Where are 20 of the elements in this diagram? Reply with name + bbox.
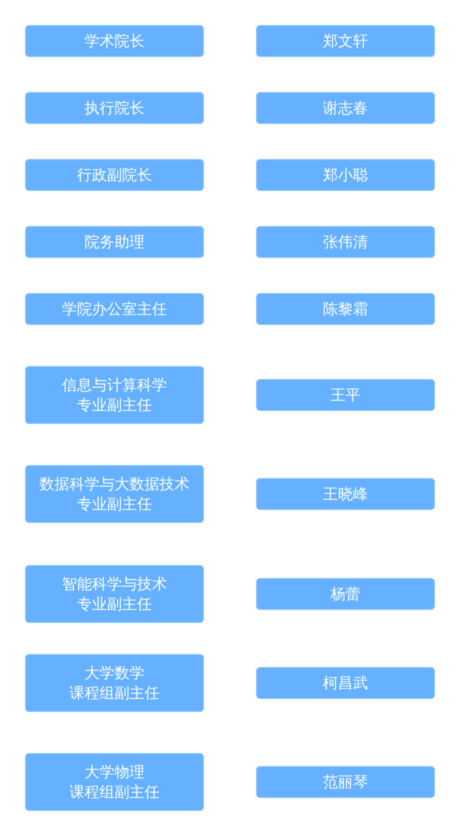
person-name-box: 谢志春 [256, 92, 435, 124]
job-title-box: 信息与计算科学专业副主任 [25, 366, 204, 424]
person-name-box: 陈黎霜 [256, 293, 435, 325]
person-name-box: 王晓峰 [256, 478, 435, 510]
job-title-box: 院务助理 [25, 226, 204, 258]
job-title-box: 执行院长 [25, 92, 204, 124]
person-name-box: 柯昌武 [256, 667, 435, 699]
job-title-box: 大学数学课程组副主任 [25, 654, 204, 712]
job-title-box: 行政副院长 [25, 159, 204, 191]
person-name-box: 张伟清 [256, 226, 435, 258]
person-name-box: 范丽琴 [256, 766, 435, 798]
job-title-box: 学术院长 [25, 25, 204, 57]
person-name-box: 郑文轩 [256, 25, 435, 57]
person-name-box: 杨蕾 [256, 578, 435, 610]
job-title-box: 大学物理课程组副主任 [25, 753, 204, 811]
job-title-box: 智能科学与技术专业副主任 [25, 565, 204, 623]
job-title-box: 学院办公室主任 [25, 293, 204, 325]
person-name-box: 王平 [256, 379, 435, 411]
job-title-box: 数据科学与大数据技术专业副主任 [25, 465, 204, 523]
person-name-box: 郑小聪 [256, 159, 435, 191]
